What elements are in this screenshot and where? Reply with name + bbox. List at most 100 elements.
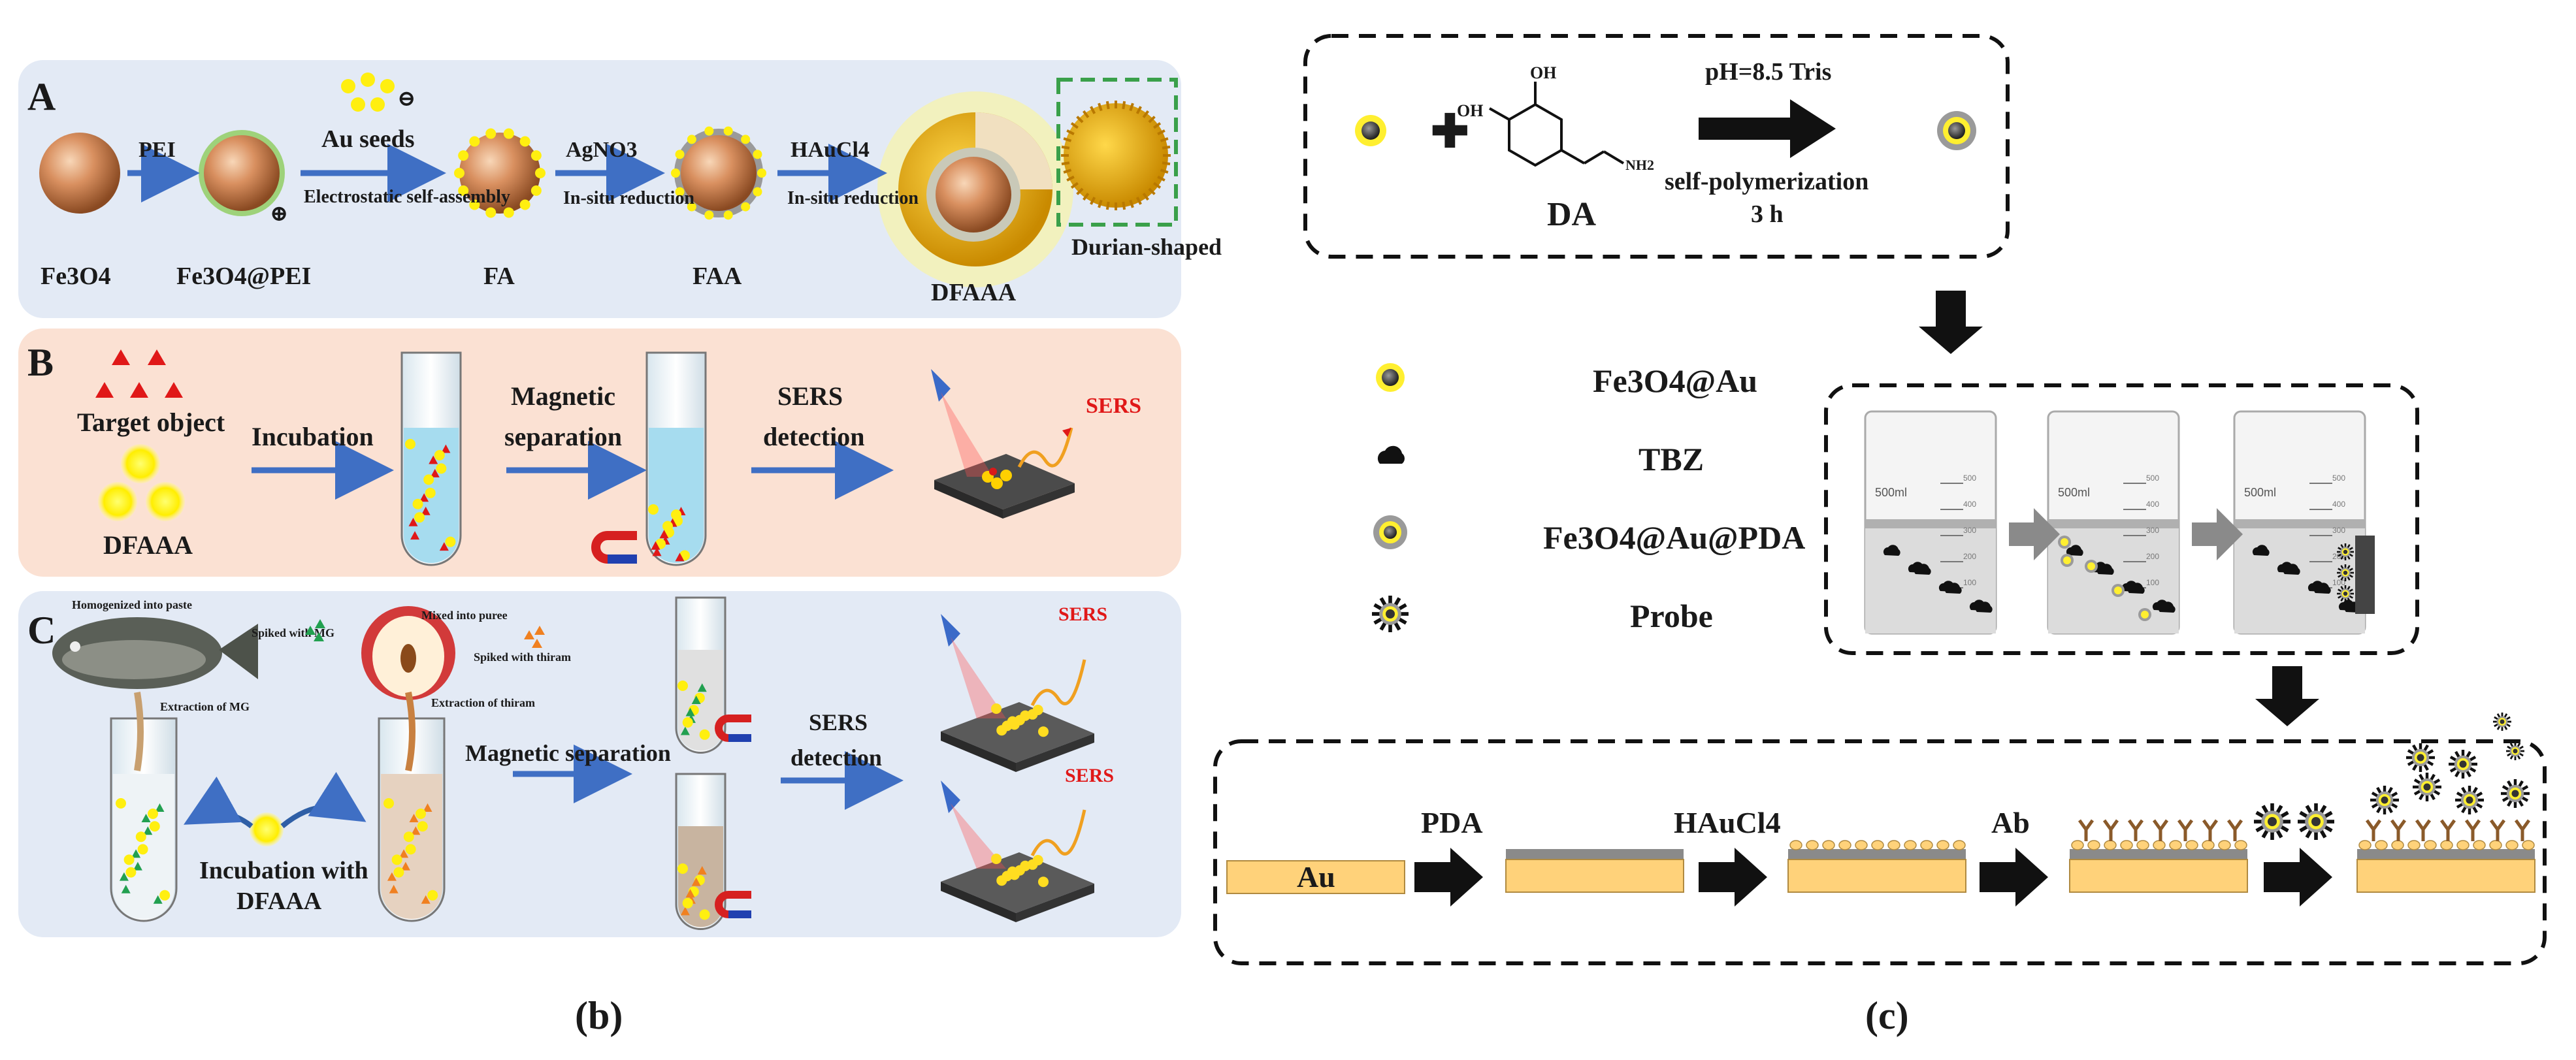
gold-nanoparticle <box>2234 840 2247 850</box>
beaker-tick-label: 500 <box>2146 474 2159 483</box>
au-substrate-label: Au <box>1297 860 1335 893</box>
analyte-mark <box>429 455 438 464</box>
probe-icon <box>2449 750 2477 779</box>
seed-dot <box>723 210 733 220</box>
caption-c: (c) <box>1865 994 1909 1037</box>
durian-icon <box>1064 103 1168 208</box>
mg-triangles <box>305 619 325 641</box>
antibody-icon <box>2078 819 2095 841</box>
fe3o4-particle <box>39 133 120 214</box>
step-pei-label: PEI <box>139 138 176 162</box>
gold-nanoparticle <box>2358 840 2372 850</box>
analyte-mark <box>409 814 419 822</box>
nanoparticle-dot <box>662 521 673 532</box>
nanoparticle-dot <box>125 867 137 878</box>
incubation-line2: DFAAA <box>236 888 322 915</box>
dfaaa-probe-c <box>250 812 284 846</box>
analyte-mark <box>680 726 690 735</box>
sers-signal-b: SERS <box>1086 394 1141 418</box>
legend-probe-icon <box>1372 596 1409 632</box>
sers-detection-label: SERS detection <box>763 381 865 451</box>
gold-nanoparticle <box>2473 840 2486 850</box>
apple-note-3: Extraction of thiram <box>431 696 535 709</box>
target-triangles <box>95 349 183 398</box>
da-label: DA <box>1547 196 1597 233</box>
apple-note-2: Spiked with thiram <box>474 650 571 664</box>
gold-nanoparticle <box>2153 840 2166 850</box>
fish-icon <box>52 617 258 689</box>
minus-charge-icon: ⊖ <box>397 87 416 111</box>
seed-dot <box>469 199 480 210</box>
row-b-letter: B <box>27 341 54 384</box>
magnetic-label-line2: separation <box>504 422 622 451</box>
seed-dot <box>753 150 762 159</box>
durian-spike <box>1129 103 1134 112</box>
tbz-mark <box>2277 562 2294 573</box>
analyte-mark <box>685 707 695 716</box>
beaker-volume-label: 500ml <box>2058 486 2090 499</box>
panel-c: ✚ OH OH NH2 DA pH=8.5 Tris self-polymeri… <box>1213 34 2547 1037</box>
nanoparticle-dot <box>135 831 146 843</box>
au-seed-cluster <box>341 72 395 112</box>
gold-nanoparticle <box>2071 840 2084 850</box>
seed-dot <box>753 187 762 197</box>
antibody-icon <box>2127 819 2144 841</box>
tbz-mark <box>1883 545 1900 556</box>
legend-fe3o4-au-pda: Fe3O4@Au@PDA <box>1543 519 1805 556</box>
analyte-mark <box>419 493 429 502</box>
gold-nanoparticle <box>1838 840 1851 850</box>
target-object-label: Target object <box>77 408 225 437</box>
analyte-mark <box>439 542 449 551</box>
durian-spike <box>1162 145 1171 150</box>
durian-spike <box>1063 169 1072 174</box>
gold-nanoparticle <box>2424 840 2437 850</box>
tube-apple-extract <box>378 692 446 922</box>
magnetic-separation-label: Magnetic separation <box>504 381 622 451</box>
durian-spike <box>1070 122 1079 129</box>
nanoparticle-dot <box>434 450 445 460</box>
analyte-mark <box>119 872 129 881</box>
seed-dot <box>687 202 696 212</box>
durian-inset-frame <box>1056 78 1178 227</box>
analyte-mark <box>131 849 141 858</box>
seed-dot <box>485 207 497 218</box>
analyte-mark <box>441 444 451 453</box>
durian-spike <box>1083 193 1090 201</box>
panel-b: A ⊕ ⊖ <box>18 60 1222 1037</box>
durian-spike <box>1157 175 1166 182</box>
analyte-mark <box>421 506 431 515</box>
durian-spike <box>1153 182 1162 189</box>
analyte-mark <box>389 884 399 893</box>
dfaaa-particle <box>877 91 1073 287</box>
sers-detection-c: SERS detection <box>791 709 882 771</box>
seed-dot <box>704 126 714 136</box>
seed-dot <box>503 207 514 218</box>
species-fe3o4-pei: Fe3O4@PEI <box>176 263 311 290</box>
nanoparticle-dot <box>677 863 688 874</box>
nh2-label: NH2 <box>1625 157 1654 173</box>
species-dfaaa: DFAAA <box>931 279 1017 306</box>
durian-spikes <box>1061 101 1171 210</box>
probe-icon <box>2493 713 2511 731</box>
seed-dot <box>675 150 685 159</box>
nanoparticle-dot <box>1020 710 1031 721</box>
gold-nanoparticle <box>2120 840 2133 850</box>
chip-step-haucl4: HAuCl4 <box>1674 806 1781 839</box>
incubation-label: Incubation <box>252 422 374 451</box>
chip-step-2 <box>1787 840 1966 893</box>
nanoparticle-dot <box>149 821 160 832</box>
probe-icon <box>2337 543 2354 560</box>
tbz-mark <box>2338 600 2356 611</box>
fish-note-1: Homogenized into paste <box>72 598 192 611</box>
nanoparticle-dot <box>427 890 438 901</box>
seed-dot <box>675 187 685 197</box>
beaker-tick-label: 300 <box>1963 526 1976 535</box>
conditions-line2: 3 h <box>1751 201 1784 228</box>
magnetic-label-line1: Magnetic <box>511 381 615 411</box>
nanoparticle-dot <box>1007 716 1018 727</box>
magnetic-separation-c: Magnetic separation <box>465 740 671 766</box>
seed-dot <box>530 185 542 196</box>
beaker-tick-label: 200 <box>1963 552 1976 561</box>
probe-icon <box>2406 743 2435 772</box>
